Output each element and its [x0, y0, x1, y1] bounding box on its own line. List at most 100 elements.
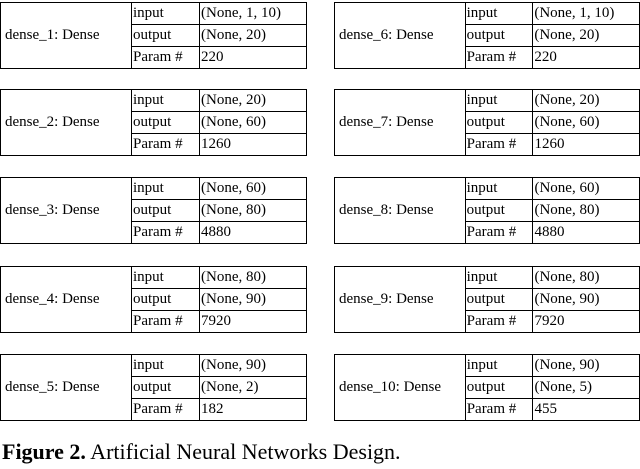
row-label-input: input: [464, 177, 534, 200]
row-label-input: input: [131, 89, 200, 112]
layer-row-output: output(None, 20): [1, 24, 307, 47]
layer-row-params: Param #182: [1, 398, 307, 421]
row-label-input: input: [464, 266, 534, 289]
row-label-params: Param #: [131, 310, 200, 333]
row-label-params: Param #: [464, 398, 534, 421]
row-value-params: 220: [532, 46, 640, 69]
row-label-input: input: [131, 354, 200, 377]
row-label-params: Param #: [131, 221, 200, 244]
layer-name: dense_9: Dense: [334, 266, 466, 333]
layer-name: dense_7: Dense: [334, 89, 466, 156]
layer-row-params: Param #220: [335, 46, 640, 69]
layer-row-params: Param #1260: [335, 133, 640, 156]
row-value-output: (None, 80): [199, 199, 307, 222]
row-label-input: input: [131, 177, 200, 200]
layer-row-params: Param #220: [1, 46, 307, 69]
layer-row-output: output(None, 2): [1, 376, 307, 399]
row-value-params: 7920: [199, 310, 307, 333]
row-value-output: (None, 2): [199, 376, 307, 399]
row-label-output: output: [131, 376, 200, 399]
layer-name: dense_4: Dense: [0, 266, 132, 333]
row-value-output: (None, 5): [532, 376, 640, 399]
row-value-params: 220: [199, 46, 307, 69]
row-label-output: output: [464, 24, 534, 47]
row-value-input: (None, 90): [532, 354, 640, 377]
row-label-input: input: [131, 2, 200, 25]
row-value-input: (None, 1, 10): [532, 2, 640, 25]
row-value-params: 4880: [199, 221, 307, 244]
row-label-output: output: [464, 376, 534, 399]
row-value-output: (None, 60): [199, 111, 307, 134]
figure-caption-text: Artificial Neural Networks Design.: [85, 439, 401, 464]
row-value-output: (None, 80): [532, 199, 640, 222]
layer-name: dense_3: Dense: [0, 177, 132, 244]
row-label-output: output: [131, 111, 200, 134]
row-value-input: (None, 60): [199, 177, 307, 200]
row-label-params: Param #: [131, 133, 200, 156]
figure-caption: Figure 2. Artificial Neural Networks Des…: [2, 439, 401, 465]
layer-row-params: Param #4880: [1, 221, 307, 244]
layer-name: dense_1: Dense: [0, 2, 132, 69]
row-label-output: output: [464, 199, 534, 222]
layer-name: dense_6: Dense: [334, 2, 466, 69]
row-value-output: (None, 20): [532, 24, 640, 47]
row-value-input: (None, 80): [199, 266, 307, 289]
row-value-input: (None, 20): [199, 89, 307, 112]
row-label-output: output: [464, 288, 534, 311]
layer-name: dense_8: Dense: [334, 177, 466, 244]
row-value-input: (None, 90): [199, 354, 307, 377]
layer-name: dense_2: Dense: [0, 89, 132, 156]
row-label-input: input: [464, 354, 534, 377]
row-label-params: Param #: [464, 310, 534, 333]
row-label-params: Param #: [131, 46, 200, 69]
layer-row-output: output(None, 80): [335, 199, 640, 222]
layer-row-params: Param #7920: [1, 310, 307, 333]
layer-row-output: output(None, 90): [1, 288, 307, 311]
layer-row-output: output(None, 60): [1, 111, 307, 134]
row-value-output: (None, 60): [532, 111, 640, 134]
row-label-output: output: [131, 288, 200, 311]
row-value-output: (None, 20): [199, 24, 307, 47]
row-value-input: (None, 60): [532, 177, 640, 200]
layer-name: dense_5: Dense: [0, 354, 132, 421]
figure-label: Figure 2.: [2, 439, 86, 464]
row-value-input: (None, 20): [532, 89, 640, 112]
row-value-output: (None, 90): [199, 288, 307, 311]
row-value-input: (None, 80): [532, 266, 640, 289]
row-label-params: Param #: [464, 46, 534, 69]
row-label-input: input: [464, 89, 534, 112]
layer-row-params: Param #7920: [335, 310, 640, 333]
layer-row-params: Param #4880: [335, 221, 640, 244]
row-value-params: 7920: [532, 310, 640, 333]
layer-row-params: Param #455: [335, 398, 640, 421]
row-label-params: Param #: [464, 133, 534, 156]
row-value-params: 1260: [532, 133, 640, 156]
row-label-input: input: [131, 266, 200, 289]
layer-row-output: output(None, 60): [335, 111, 640, 134]
row-label-output: output: [131, 199, 200, 222]
row-value-params: 455: [532, 398, 640, 421]
row-value-params: 1260: [199, 133, 307, 156]
row-value-output: (None, 90): [532, 288, 640, 311]
row-label-output: output: [131, 24, 200, 47]
row-label-output: output: [464, 111, 534, 134]
